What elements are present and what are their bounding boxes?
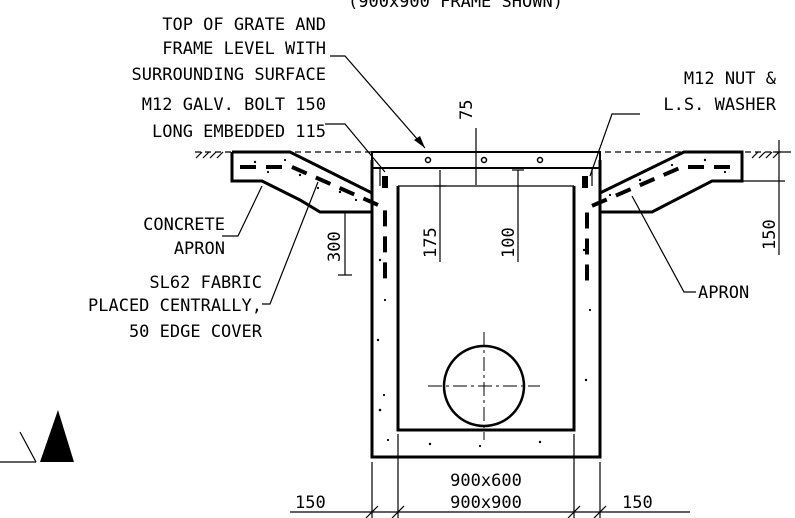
label-concrete-1: CONCRETE: [143, 215, 225, 235]
label-bolt-2: LONG EMBEDDED 115: [152, 122, 326, 142]
dim-300: 300: [325, 231, 345, 262]
label-frame-shown: (900x900 FRAME SHOWN): [348, 0, 563, 12]
fabric-left: [240, 165, 387, 285]
dim-150-bottom-left: 150: [295, 493, 326, 513]
concrete-texture: [253, 158, 727, 448]
label-top-of-grate-1: TOP OF GRATE AND: [162, 15, 326, 35]
dimension-150-right: [742, 140, 785, 255]
concrete-outline: [230, 150, 744, 459]
dimension-100: [512, 169, 524, 262]
grate-hole: [536, 156, 544, 164]
label-size-900x600: 900x600: [450, 471, 522, 491]
dimension-bottom: [290, 434, 690, 518]
section-arrow-marker: [40, 410, 74, 462]
leader-top-grate-arrow: [414, 136, 425, 148]
label-nut-2: L.S. WASHER: [663, 95, 776, 115]
dimension-175: [434, 170, 446, 262]
leader-apron: [631, 195, 696, 293]
fabric-right: [585, 165, 730, 285]
label-top-of-grate-2: FRAME LEVEL WITH: [162, 39, 326, 59]
label-fabric-3: 50 EDGE COVER: [129, 322, 263, 342]
pit-inner-wall: [396, 186, 576, 432]
grate-hole: [424, 156, 432, 164]
dim-150-bottom-right: 150: [622, 493, 653, 513]
label-top-of-grate-3: SURROUNDING SURFACE: [132, 65, 326, 85]
label-fabric-1: SL62 FABRIC: [149, 273, 262, 293]
bolt-left: [382, 176, 388, 188]
dim-75: 75: [457, 100, 477, 120]
grate-hole: [480, 156, 488, 164]
ground-hatch-right: [751, 151, 780, 159]
leader-nut: [589, 113, 640, 177]
bolt-right: [582, 176, 588, 188]
leader-top-grate: [330, 55, 426, 149]
label-nut-1: M12 NUT &: [684, 69, 777, 89]
dimension-75: [470, 128, 482, 185]
section-marker-edge-2: [19, 431, 37, 463]
ground-hatch-left: [195, 151, 224, 159]
leader-fabric: [262, 181, 319, 305]
label-fabric-2: PLACED CENTRALLY,: [88, 296, 262, 316]
label-apron: APRON: [698, 283, 749, 303]
label-size-900x900: 900x900: [450, 493, 522, 513]
label-concrete-2: APRON: [174, 239, 225, 259]
label-bolt-1: M12 GALV. BOLT 150: [142, 95, 326, 115]
dim-150-right: 150: [760, 219, 780, 250]
leader-bolt: [325, 123, 386, 173]
grate-frame: [371, 151, 601, 169]
dim-100: 100: [499, 227, 519, 258]
dim-175: 175: [421, 227, 441, 258]
dimension-300: [338, 211, 352, 276]
leader-concrete: [222, 185, 263, 237]
